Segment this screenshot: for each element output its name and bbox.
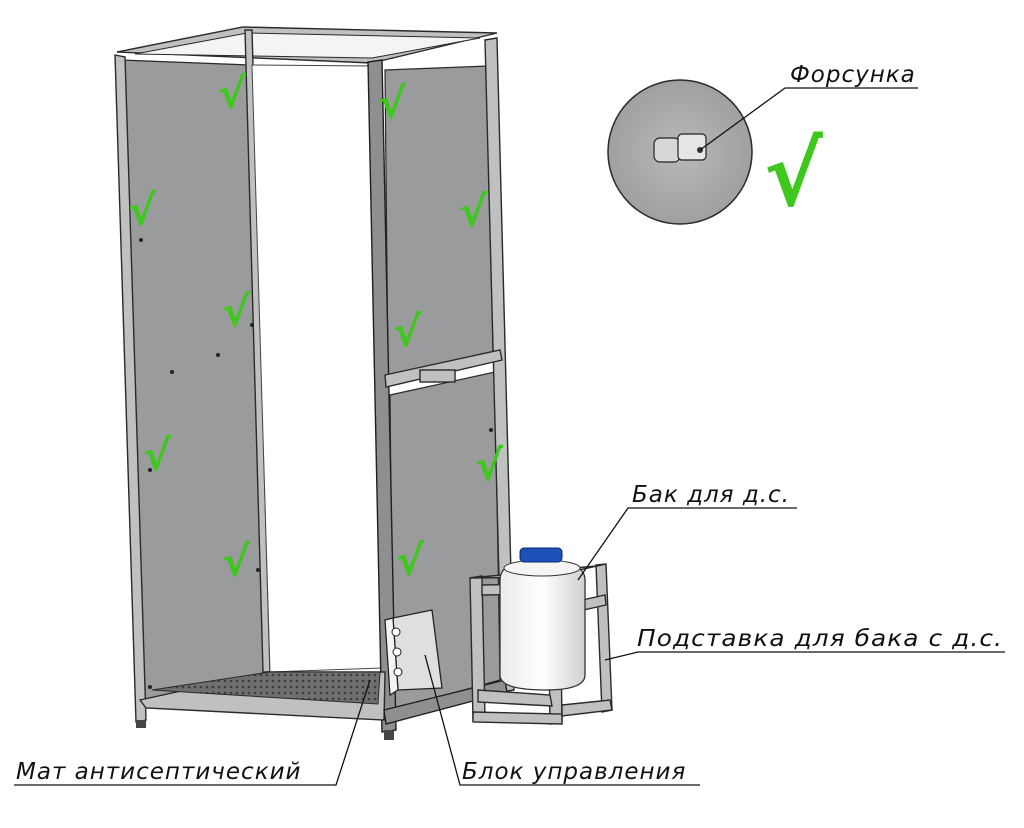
check-mark: √ (459, 187, 488, 236)
leader-tank (577, 507, 797, 581)
check-mark: √ (222, 537, 251, 586)
label-mat: Мат антисептический (16, 759, 301, 785)
check-mark: √ (218, 69, 247, 118)
nozzle-detail: √ (607, 79, 823, 226)
booth-right-front-post (367, 59, 397, 733)
leader-lines (14, 87, 1005, 786)
nozzle-icon (653, 133, 707, 163)
check-mark-large: √ (764, 123, 823, 226)
check-mark: √ (378, 79, 407, 128)
booth-crossbar-bracket (419, 369, 456, 383)
booth-right-rear-post (484, 37, 515, 693)
check-mark: √ (128, 186, 157, 235)
check-marks: √ √ √ √ √ √ √ √ √ √ (128, 69, 504, 586)
booth-foot-right (384, 730, 394, 740)
check-mark: √ (143, 431, 172, 480)
booth-rear-opening (251, 64, 384, 673)
label-tank: Бак для д.с. (632, 482, 790, 508)
tank-cap (519, 547, 563, 563)
control-unit (384, 609, 443, 697)
check-mark: √ (222, 287, 251, 336)
booth-crossbar (384, 349, 503, 388)
label-nozzle: Форсунка (790, 62, 916, 88)
leader-mat (14, 679, 371, 786)
leader-nozzle (699, 87, 918, 151)
booth (114, 26, 515, 740)
check-mark: √ (475, 441, 504, 490)
booth-fasteners (139, 238, 493, 689)
check-mark: √ (396, 536, 425, 585)
leader-stand (604, 651, 1005, 661)
leader-control-unit (424, 654, 700, 786)
booth-top-opening (134, 32, 481, 59)
check-mark: √ (393, 307, 422, 356)
antiseptic-mat (151, 671, 381, 705)
tank (499, 547, 586, 691)
label-stand: Подставка для бака с д.с. (637, 626, 1003, 652)
label-control-unit: Блок управления (462, 759, 686, 785)
booth-foot-left (136, 720, 146, 728)
callout-labels: Форсунка Бак для д.с. Подставка для бака… (16, 62, 1003, 785)
